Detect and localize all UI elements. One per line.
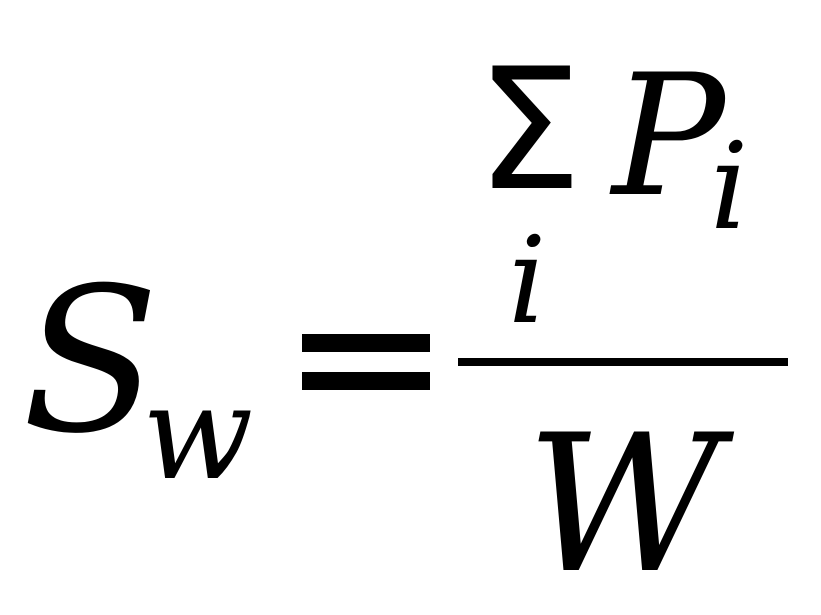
equals-bar-top — [302, 334, 430, 352]
summation-symbol: Σ — [476, 32, 583, 228]
denominator: W — [526, 394, 722, 615]
summand-subscript: i — [710, 118, 749, 257]
lhs-symbol: S — [22, 245, 160, 478]
lhs-subscript: w — [142, 357, 254, 509]
fraction-bar — [458, 358, 788, 366]
summand-symbol: P — [612, 38, 726, 234]
summation-index: i — [508, 212, 547, 351]
equals-bar-bottom — [302, 372, 430, 390]
